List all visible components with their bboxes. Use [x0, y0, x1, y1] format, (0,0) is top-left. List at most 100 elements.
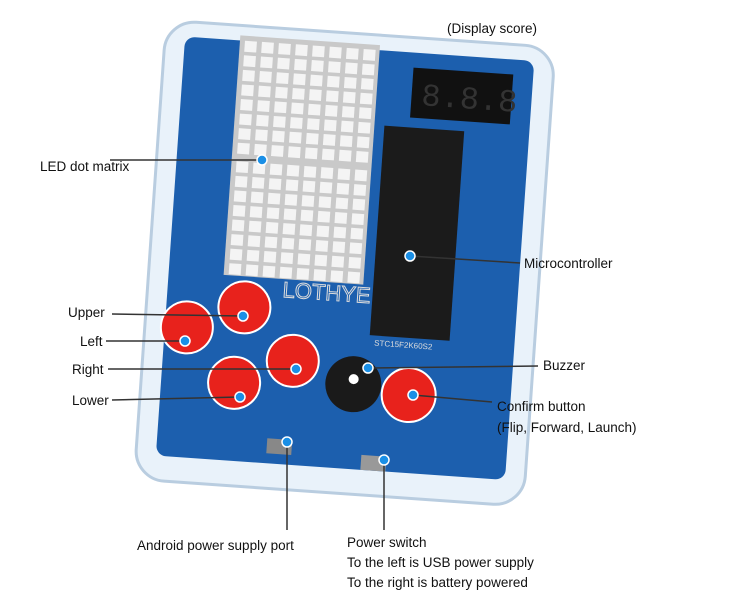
led-dot	[267, 192, 281, 205]
chip-marking: STC15F2K60S2	[374, 339, 433, 352]
buttons	[159, 280, 437, 424]
led-dot	[345, 47, 359, 60]
led-dot	[231, 219, 245, 232]
led-dot	[268, 178, 282, 190]
led-dot	[285, 179, 299, 192]
led-dot	[276, 72, 289, 85]
led-dot	[321, 148, 335, 161]
led-dot	[235, 161, 249, 174]
right-label: Right	[72, 362, 104, 377]
buzzer-label: Buzzer	[543, 358, 586, 373]
led-dot	[342, 91, 356, 104]
led-dot	[356, 136, 370, 149]
led-dot	[331, 255, 345, 268]
led-dot	[286, 164, 300, 177]
led-dot	[274, 101, 287, 114]
led-dot	[284, 193, 298, 206]
power-right-label: To the right is battery powered	[347, 575, 528, 590]
led-dot	[298, 238, 312, 251]
led-dot	[330, 270, 344, 283]
led-dot	[326, 75, 340, 88]
led-dot	[358, 107, 372, 120]
led-dot	[249, 206, 263, 218]
led-dot	[307, 103, 321, 116]
led-dot	[248, 220, 262, 233]
led-dot	[280, 252, 294, 265]
led-dot	[332, 241, 346, 253]
led-dot	[257, 100, 270, 112]
led-dot	[259, 71, 272, 83]
led-dot	[323, 119, 337, 132]
led-dot	[250, 191, 264, 204]
upper-label: Upper	[68, 305, 105, 320]
led-dot	[263, 251, 277, 263]
led-dot	[234, 175, 248, 188]
led-dot	[256, 114, 269, 127]
led-dot	[316, 225, 330, 238]
led-dot	[327, 61, 341, 74]
led-dot	[311, 60, 324, 72]
led-dot	[362, 49, 376, 61]
led-dot	[341, 106, 355, 118]
led-dot	[299, 224, 313, 237]
led-dot	[337, 168, 351, 181]
led-dot	[302, 180, 316, 193]
seven-segment-display	[410, 67, 514, 125]
led-matrix-label: LED dot matrix	[40, 159, 130, 174]
led-dot	[271, 145, 284, 157]
led-dot	[264, 236, 278, 249]
power-switch-label: Power switch	[347, 535, 427, 550]
led-dot	[228, 263, 242, 276]
confirm-label: Confirm button	[497, 399, 586, 414]
led-dot	[333, 226, 347, 239]
led-dot	[360, 78, 374, 90]
led-dot	[304, 147, 318, 160]
confirm-sub-label: (Flip, Forward, Launch)	[497, 420, 637, 435]
led-dot	[254, 143, 267, 156]
led-dot	[247, 235, 261, 248]
led-dot	[229, 248, 243, 261]
led-dot	[351, 213, 365, 226]
led-dot	[357, 121, 371, 134]
led-dot	[329, 46, 342, 59]
led-dot	[261, 41, 274, 54]
led-dot	[279, 266, 293, 279]
led-dot	[251, 177, 265, 189]
led-dot	[290, 117, 303, 129]
led-dot	[314, 254, 328, 267]
left-label: Left	[80, 334, 103, 349]
led-dot	[320, 167, 334, 179]
led-dot	[347, 271, 361, 284]
led-dot	[239, 113, 252, 126]
led-dot	[343, 76, 357, 89]
led-dot	[355, 150, 369, 163]
led-dot	[340, 120, 354, 133]
led-dot	[318, 196, 332, 209]
microcontroller-chip	[369, 125, 465, 341]
led-dot	[297, 253, 311, 266]
led-dot	[232, 204, 246, 217]
annotation-markers	[179, 154, 419, 466]
android-port-label: Android power supply port	[137, 538, 294, 553]
led-dot	[293, 73, 306, 86]
led-dot	[306, 118, 320, 131]
led-dot	[352, 198, 366, 211]
led-dot	[240, 99, 253, 111]
led-dot	[269, 163, 283, 176]
led-dot	[287, 146, 301, 159]
led-dot	[315, 240, 329, 252]
led-dot	[325, 90, 339, 103]
led-dot	[335, 197, 349, 210]
led-dot	[309, 89, 322, 101]
led-dot	[349, 242, 363, 255]
led-dot	[344, 62, 358, 75]
display-digits: 8.8.8	[420, 78, 518, 122]
microcontroller-label: Microcontroller	[524, 256, 613, 271]
led-dot	[275, 86, 288, 99]
led-dot	[353, 184, 367, 196]
led-dot	[288, 131, 302, 144]
led-dot	[262, 265, 276, 278]
led-dot	[238, 128, 251, 140]
led-dot	[294, 58, 307, 71]
